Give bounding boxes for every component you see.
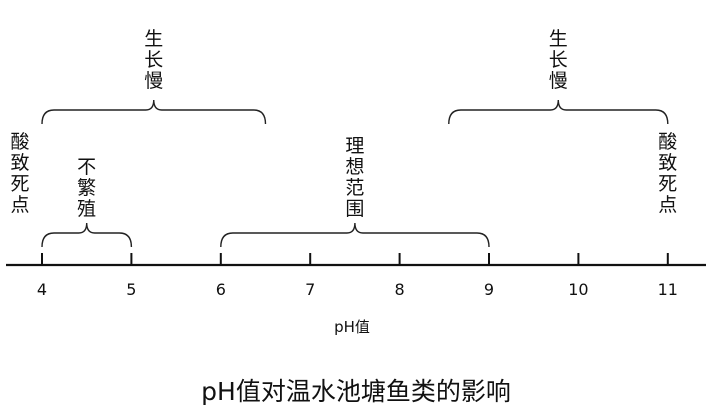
x-axis-label: pH值 bbox=[334, 318, 370, 336]
tick-label: 6 bbox=[215, 280, 226, 299]
range-label: 生长慢 bbox=[144, 28, 164, 92]
tick-label: 7 bbox=[305, 280, 316, 299]
range-brace bbox=[41, 99, 267, 125]
tick-label: 11 bbox=[657, 280, 678, 299]
range-brace bbox=[220, 222, 490, 248]
range-brace bbox=[448, 99, 669, 125]
range-label: 理想范围 bbox=[345, 135, 365, 220]
range-label: 不繁殖 bbox=[77, 156, 97, 220]
point-label: 酸致死点 bbox=[10, 131, 30, 216]
tick-label: 8 bbox=[394, 280, 405, 299]
tick-label: 9 bbox=[483, 280, 495, 299]
range-label: 生长慢 bbox=[548, 28, 568, 92]
point-label: 酸致死点 bbox=[658, 131, 678, 216]
range-brace bbox=[41, 222, 133, 248]
tick-label: 10 bbox=[568, 280, 589, 299]
tick-label: 5 bbox=[126, 280, 137, 299]
tick-label: 4 bbox=[36, 280, 48, 299]
figure-title: pH值对温水池塘鱼类的影响 bbox=[201, 377, 511, 406]
